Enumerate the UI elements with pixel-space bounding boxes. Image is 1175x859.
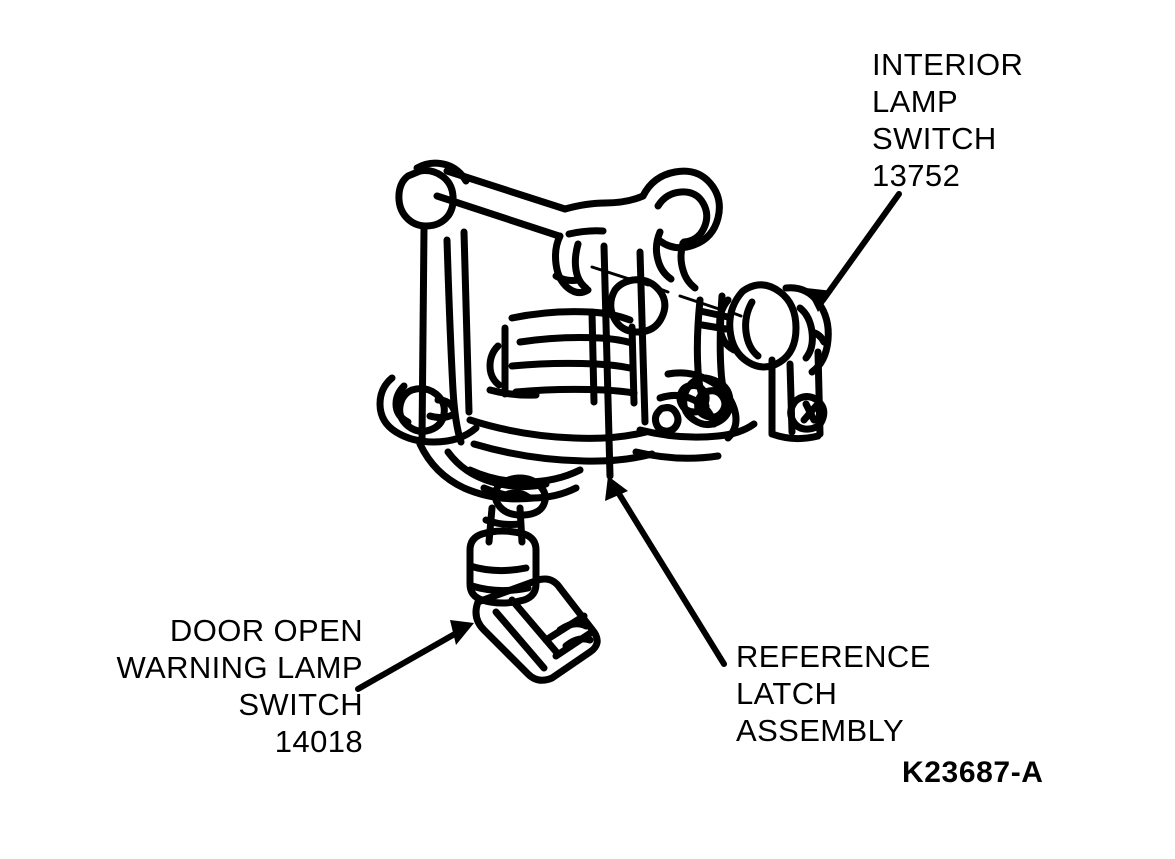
interior-lamp-switch-leader	[806, 191, 902, 312]
interior-lamp-switch-part	[680, 281, 832, 443]
figure-code: K23687-A	[902, 756, 1044, 789]
door-open-warning-lamp-switch-part	[466, 527, 601, 684]
callout-door-open-warning-lamp-switch: DOOR OPEN WARNING LAMP SWITCH 14018	[116, 613, 363, 759]
callout-reference-latch-assembly: REFERENCE LATCH ASSEMBLY	[736, 639, 931, 748]
door-open-switch-leader	[355, 620, 474, 692]
callout-interior-lamp-switch: INTERIOR LAMP SWITCH 13752	[872, 47, 1024, 193]
reference-latch-leader	[605, 476, 727, 667]
latch-bracket-body	[376, 159, 758, 546]
leader-lines	[355, 191, 902, 692]
